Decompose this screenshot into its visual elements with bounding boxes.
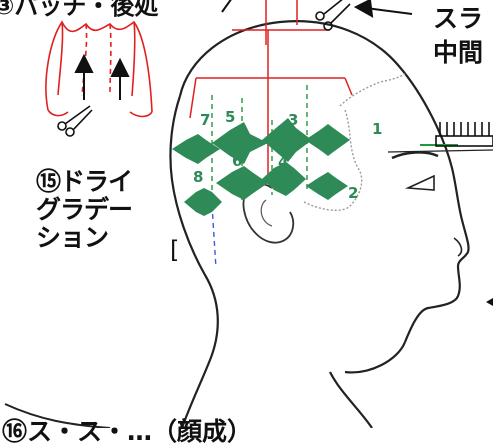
bracket-mark: [	[170, 236, 180, 264]
step-number-8: 8	[193, 168, 204, 186]
brow	[391, 151, 439, 160]
chin-neck-outline	[329, 341, 407, 428]
top-right-label: スラ 中間	[433, 2, 483, 70]
star-marker-icon	[306, 172, 348, 200]
step-number-4: 4	[278, 153, 289, 171]
title-underline	[221, 0, 232, 13]
ear-inner	[260, 199, 273, 227]
arrow-up-icon	[110, 57, 130, 100]
nose-tip	[453, 237, 463, 257]
scissors-icon	[57, 105, 93, 137]
red-guide-lines	[189, 0, 353, 180]
step-number-5: 5	[225, 108, 236, 126]
bottom-heading: ⑯ス・ス・…（顔成）	[2, 417, 253, 446]
section-title-line3: ション	[36, 223, 109, 252]
star-marker-icon	[212, 122, 268, 164]
blue-guide-line	[211, 204, 217, 269]
top-left-title: ③パッチ・後処	[0, 0, 159, 20]
comb-icon	[435, 122, 493, 147]
arrow-left-icon	[353, 0, 413, 18]
step-number-2: 2	[348, 184, 359, 202]
star-marker-icon	[262, 118, 312, 162]
section-title-line1: ⑮ドライ	[36, 167, 133, 196]
star-marker-icon	[172, 134, 220, 164]
diagram-canvas	[4, 0, 493, 428]
step-number-6: 6	[232, 152, 243, 170]
step-number-3: 3	[288, 111, 299, 129]
arrow-up-icon	[74, 53, 94, 100]
section-title: ⑮ドライ グラデー ション	[36, 167, 133, 252]
star-marker-icon	[305, 124, 350, 156]
back-of-head-outline	[169, 95, 219, 428]
step-1-guide	[387, 149, 493, 153]
edge-arrow-icon	[486, 298, 493, 306]
scissors-icon	[315, 0, 351, 31]
head-outline	[178, 20, 470, 343]
star-marker-icon	[262, 162, 306, 196]
star-marker-icon	[184, 188, 222, 216]
top-right-line2: 中間	[433, 38, 484, 67]
top-right-line1: スラ	[433, 4, 484, 33]
hair-strands-sketch	[45, 20, 153, 118]
section-title-line2: グラデー	[36, 195, 133, 224]
step-number-1: 1	[372, 120, 383, 138]
hairline-dotted	[303, 73, 406, 212]
step-number-7: 7	[200, 111, 211, 129]
star-marker-icon	[216, 166, 268, 200]
eye	[404, 174, 435, 191]
shoulder-outline	[4, 403, 111, 428]
markers	[172, 118, 350, 216]
